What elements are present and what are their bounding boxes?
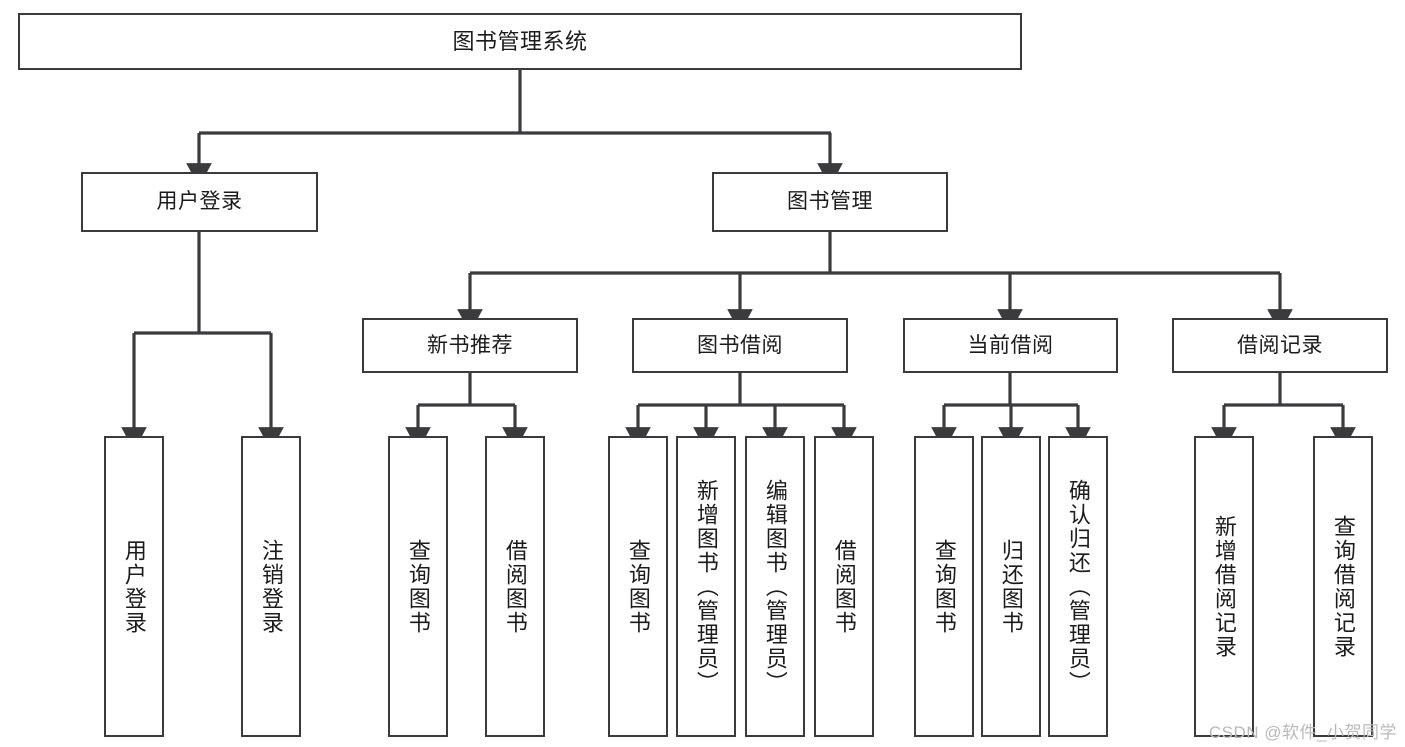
node-leaf-return-book-label: 归还图书 — [999, 538, 1023, 635]
node-leaf-query-book-3-label: 查询图书 — [932, 538, 956, 635]
node-leaf-borrow-book-2-label: 借阅图书 — [832, 538, 856, 635]
node-book-borrow[interactable]: 图书借阅 — [632, 318, 848, 373]
node-user-login-label: 用户登录 — [156, 190, 243, 214]
node-leaf-query-book-2[interactable]: 查询图书 — [608, 436, 668, 737]
node-leaf-borrow-book-2[interactable]: 借阅图书 — [814, 436, 874, 737]
node-borrow-record-label: 借阅记录 — [1237, 333, 1323, 357]
node-leaf-add-book-label: 新增图书（管理员） — [694, 478, 718, 695]
node-leaf-borrow-book-1[interactable]: 借阅图书 — [485, 436, 545, 737]
node-current-borrow-label: 当前借阅 — [967, 333, 1054, 357]
node-leaf-borrow-book-1-label: 借阅图书 — [503, 538, 527, 635]
node-leaf-add-book[interactable]: 新增图书（管理员） — [676, 436, 736, 737]
node-leaf-query-book-1-label: 查询图书 — [406, 538, 430, 635]
node-root-label: 图书管理系统 — [452, 28, 588, 54]
node-leaf-return-book[interactable]: 归还图书 — [981, 436, 1041, 737]
node-leaf-query-book-2-label: 查询图书 — [626, 538, 650, 635]
node-book-borrow-label: 图书借阅 — [697, 333, 783, 357]
node-leaf-confirm-return-label: 确认归还（管理员） — [1066, 478, 1090, 695]
node-book-management[interactable]: 图书管理 — [712, 172, 948, 232]
node-new-book-recommend-label: 新书推荐 — [427, 333, 513, 357]
node-leaf-user-login[interactable]: 用户登录 — [104, 436, 164, 737]
node-leaf-edit-book[interactable]: 编辑图书（管理员） — [745, 436, 805, 737]
node-leaf-logout-label: 注销登录 — [259, 538, 283, 635]
node-leaf-query-record-label: 查询借阅记录 — [1331, 514, 1355, 659]
node-leaf-query-book-1[interactable]: 查询图书 — [388, 436, 448, 737]
node-book-management-label: 图书管理 — [787, 190, 873, 214]
node-leaf-confirm-return[interactable]: 确认归还（管理员） — [1048, 436, 1108, 737]
node-new-book-recommend[interactable]: 新书推荐 — [362, 318, 578, 373]
node-leaf-logout[interactable]: 注销登录 — [241, 436, 301, 737]
node-leaf-add-record-label: 新增借阅记录 — [1212, 514, 1236, 659]
node-user-login[interactable]: 用户登录 — [81, 172, 318, 232]
node-leaf-add-record[interactable]: 新增借阅记录 — [1194, 436, 1254, 737]
node-leaf-query-record[interactable]: 查询借阅记录 — [1313, 436, 1373, 737]
node-leaf-query-book-3[interactable]: 查询图书 — [914, 436, 974, 737]
node-leaf-user-login-label: 用户登录 — [122, 538, 146, 635]
node-leaf-edit-book-label: 编辑图书（管理员） — [763, 478, 787, 695]
node-root[interactable]: 图书管理系统 — [18, 13, 1022, 70]
node-current-borrow[interactable]: 当前借阅 — [903, 318, 1118, 373]
watermark-text: CSDN @软件_小贺同学 — [1208, 723, 1397, 742]
node-borrow-record[interactable]: 借阅记录 — [1172, 318, 1388, 373]
